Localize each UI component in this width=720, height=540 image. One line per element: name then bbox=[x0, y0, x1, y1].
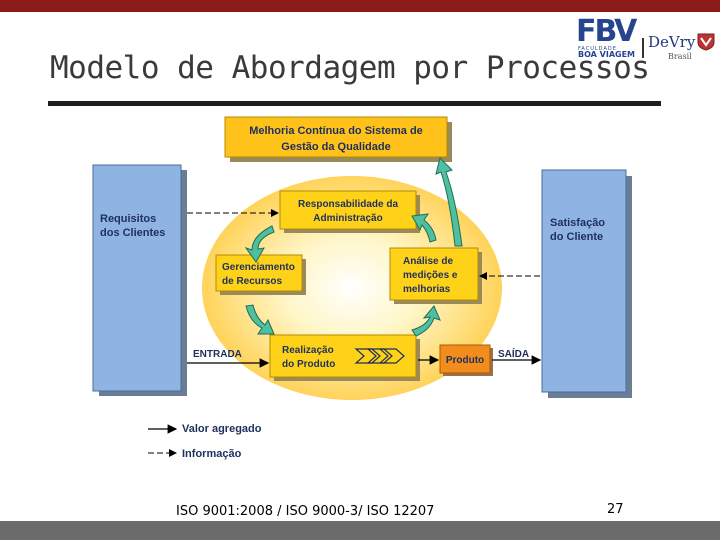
continuous-improvement-box: Melhoria Contínua do Sistema de Gestão d… bbox=[224, 116, 452, 162]
cycle-arrow-to-responsibility bbox=[411, 213, 437, 243]
measurement-analysis-line-3: melhorias bbox=[403, 284, 451, 295]
management-responsibility-line-1: Responsabilidade da bbox=[298, 199, 398, 210]
product-realization-line-1: Realização bbox=[282, 345, 334, 356]
product-box: Produto bbox=[439, 344, 493, 376]
customer-requirements-box: Requisitos dos Clientes bbox=[92, 164, 187, 396]
legend-info-label: Informação bbox=[182, 448, 242, 460]
logo-separator bbox=[642, 38, 644, 58]
customer-satisfaction-line-1: Satisfação bbox=[550, 217, 605, 229]
process-flow-icon bbox=[354, 348, 405, 364]
fbv-logo-text: FBV bbox=[576, 14, 637, 49]
cycle-arrow-to-realization bbox=[245, 304, 275, 335]
slide-title: Modelo de Abordagem por Processos bbox=[50, 50, 650, 86]
fbv-logo-subtitle: BOA VIAGEM bbox=[578, 50, 636, 59]
legend-value-label: Valor agregado bbox=[182, 423, 262, 435]
resource-management-box: Gerenciamento de Recursos bbox=[215, 254, 306, 295]
cycle-arrow-to-analysis bbox=[411, 305, 441, 337]
continuous-improvement-line-1: Melhoria Contínua do Sistema de bbox=[249, 125, 423, 137]
measurement-analysis-box: Análise de medições e melhorias bbox=[389, 247, 482, 304]
cycle-arrow-to-resources bbox=[244, 225, 275, 263]
customer-requirements-line-1: Requisitos bbox=[100, 213, 156, 225]
product-realization-line-2: do Produto bbox=[282, 359, 335, 370]
output-label: SAÍDA bbox=[498, 347, 529, 360]
measurement-analysis-line-2: medições e bbox=[403, 270, 458, 281]
footer-reference: ISO 9001:2008 / ISO 9000-3/ ISO 12207 bbox=[176, 504, 435, 519]
title-underline bbox=[48, 101, 661, 106]
top-accent-bar bbox=[0, 0, 720, 12]
legend: Valor agregado Informação bbox=[148, 423, 262, 460]
devry-logo-text: DeVry bbox=[648, 33, 696, 51]
customer-requirements-line-2: dos Clientes bbox=[100, 227, 165, 239]
cycle-arrows bbox=[244, 157, 463, 337]
cycle-arrow-to-improvement bbox=[435, 157, 463, 247]
customer-satisfaction-line-2: do Cliente bbox=[550, 231, 603, 243]
fbv-logo-faculdade: FACULDADE bbox=[578, 46, 617, 52]
page-number: 27 bbox=[607, 502, 624, 517]
fbv-logo: FBV FACULDADE BOA VIAGEM bbox=[570, 12, 642, 59]
resource-management-line-1: Gerenciamento bbox=[222, 262, 295, 273]
resource-management-line-2: de Recursos bbox=[222, 276, 282, 287]
customer-satisfaction-box: Satisfação do Cliente bbox=[541, 169, 632, 398]
management-responsibility-box: Responsabilidade da Administração bbox=[279, 190, 420, 233]
measurement-analysis-line-1: Análise de bbox=[403, 256, 453, 267]
input-label: ENTRADA bbox=[193, 349, 242, 360]
devry-shield-icon bbox=[697, 33, 715, 51]
bottom-accent-bar bbox=[0, 521, 720, 540]
continuous-improvement-line-2: Gestão da Qualidade bbox=[281, 141, 390, 153]
devry-logo-subtitle: Brasil bbox=[668, 52, 692, 61]
management-responsibility-line-2: Administração bbox=[313, 213, 382, 224]
product-realization-box: Realização do Produto bbox=[269, 334, 420, 381]
product-label: Produto bbox=[446, 355, 484, 366]
